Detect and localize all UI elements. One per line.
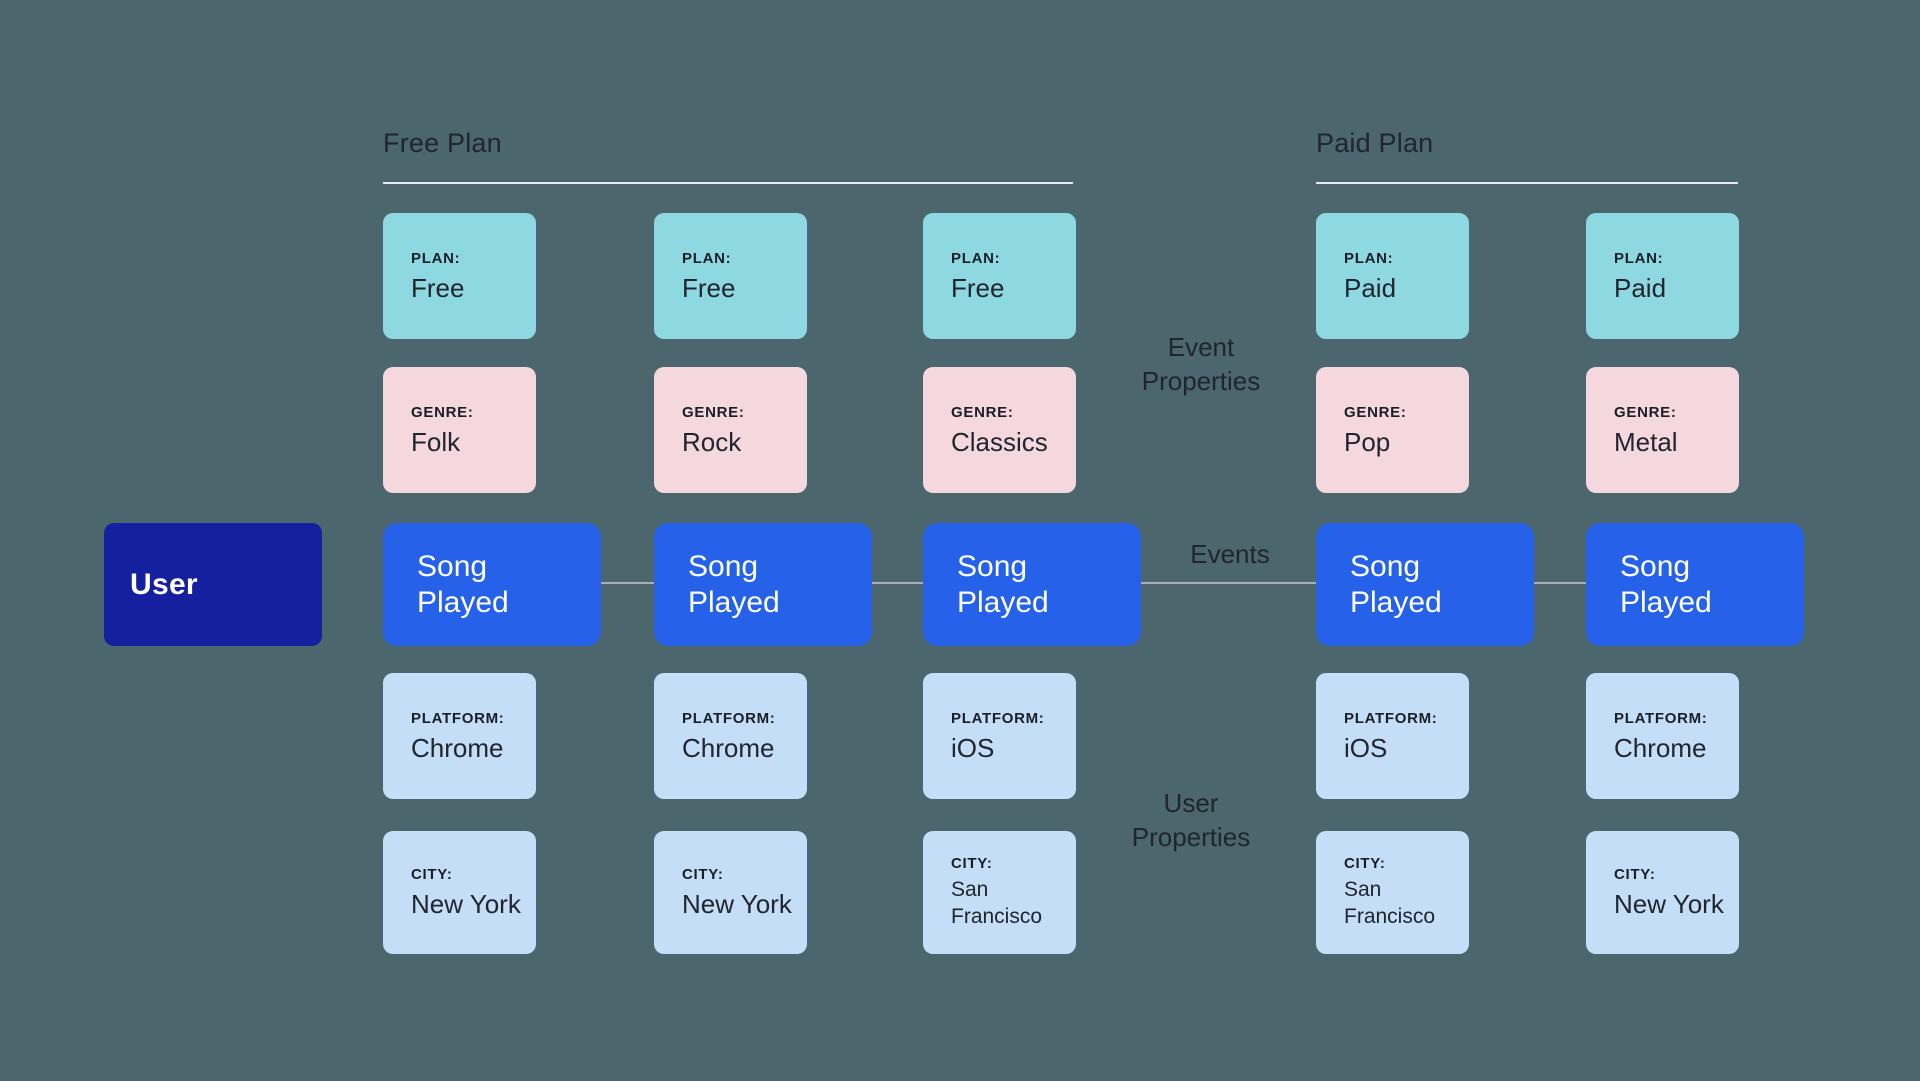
genre-property-card: GENRE: Pop [1316,367,1469,493]
user-node: User [104,523,322,646]
genre-field-value: Classics [951,426,1048,457]
paid-plan-underline [1316,182,1738,184]
session-column: PLAN: Paid GENRE: Pop Song Played PLATFO… [1316,0,1534,1081]
plan-field-label: PLAN: [682,249,732,267]
city-field-value: New York [1614,889,1724,920]
genre-property-card: GENRE: Folk [383,367,536,493]
connector-line-events [1141,582,1316,584]
city-field-label: CITY: [1614,866,1656,884]
platform-property-card: PLATFORM: Chrome [1586,673,1739,799]
plan-property-card: PLAN: Paid [1586,213,1739,339]
plan-field-value: Paid [1344,272,1397,303]
city-field-value: San Francisco [1344,878,1436,928]
platform-property-card: PLATFORM: Chrome [654,673,807,799]
event-node-label: Song Played [1350,550,1442,619]
event-node: Song Played [654,523,872,646]
free-plan-title: Free Plan [383,128,502,158]
connector-line [601,582,654,584]
plan-field-label: PLAN: [1614,249,1664,267]
genre-field-value: Rock [682,426,742,457]
connector-line [872,582,923,584]
user-properties-label: User Properties [1131,788,1251,852]
genre-property-card: GENRE: Classics [923,367,1076,493]
city-field-label: CITY: [951,855,993,873]
free-plan-underline [383,182,1073,184]
city-field-value: San Francisco [951,878,1043,928]
event-node: Song Played [1316,523,1534,646]
plan-property-card: PLAN: Free [654,213,807,339]
platform-field-label: PLATFORM: [411,709,505,727]
event-node: Song Played [1586,523,1804,646]
paid-plan-title: Paid Plan [1316,128,1434,158]
city-field-label: CITY: [411,866,453,884]
event-node-label: Song Played [688,550,780,619]
event-node: Song Played [383,523,601,646]
platform-field-label: PLATFORM: [682,709,776,727]
platform-field-label: PLATFORM: [1344,709,1438,727]
plan-field-label: PLAN: [951,249,1001,267]
connector-line [1534,582,1586,584]
genre-field-label: GENRE: [951,403,1014,421]
event-node-label: Song Played [957,550,1049,619]
platform-property-card: PLATFORM: iOS [923,673,1076,799]
platform-field-value: Chrome [1614,732,1707,763]
city-property-card: CITY: New York [383,831,536,954]
session-column: PLAN: Free GENRE: Classics Song Played P… [923,0,1141,1081]
plan-field-label: PLAN: [1344,249,1394,267]
platform-field-value: iOS [1344,732,1388,763]
plan-property-card: PLAN: Free [383,213,536,339]
genre-field-label: GENRE: [411,403,474,421]
genre-property-card: GENRE: Rock [654,367,807,493]
plan-field-value: Free [951,272,1005,303]
plan-field-value: Paid [1614,272,1667,303]
platform-field-value: Chrome [682,732,775,763]
genre-field-label: GENRE: [1614,403,1677,421]
city-field-label: CITY: [682,866,724,884]
city-property-card: CITY: New York [1586,831,1739,954]
platform-property-card: PLATFORM: Chrome [383,673,536,799]
plan-field-value: Free [411,272,465,303]
events-label: Events [1190,539,1270,569]
city-field-label: CITY: [1344,855,1386,873]
plan-property-card: PLAN: Free [923,213,1076,339]
user-node-label: User [130,567,198,601]
session-column: PLAN: Paid GENRE: Metal Song Played PLAT… [1586,0,1804,1081]
platform-field-label: PLATFORM: [951,709,1045,727]
event-node-label: Song Played [417,550,509,619]
event-node: Song Played [923,523,1141,646]
platform-field-value: iOS [951,732,995,763]
city-property-card: CITY: San Francisco [1316,831,1469,954]
event-node-label: Song Played [1620,550,1712,619]
platform-property-card: PLATFORM: iOS [1316,673,1469,799]
genre-field-value: Folk [411,426,461,457]
session-column: PLAN: Free GENRE: Rock Song Played PLATF… [654,0,872,1081]
plan-property-card: PLAN: Paid [1316,213,1469,339]
city-property-card: CITY: New York [654,831,807,954]
city-field-value: New York [682,889,792,920]
plan-field-label: PLAN: [411,249,461,267]
platform-field-value: Chrome [411,732,504,763]
platform-field-label: PLATFORM: [1614,709,1708,727]
event-properties-label: Event Properties [1141,332,1261,396]
genre-field-label: GENRE: [1344,403,1407,421]
genre-field-value: Pop [1344,426,1391,457]
city-field-value: New York [411,889,521,920]
genre-field-value: Metal [1614,426,1678,457]
plan-field-value: Free [682,272,736,303]
city-property-card: CITY: San Francisco [923,831,1076,954]
session-column: PLAN: Free GENRE: Folk Song Played PLATF… [383,0,601,1081]
genre-field-label: GENRE: [682,403,745,421]
genre-property-card: GENRE: Metal [1586,367,1739,493]
